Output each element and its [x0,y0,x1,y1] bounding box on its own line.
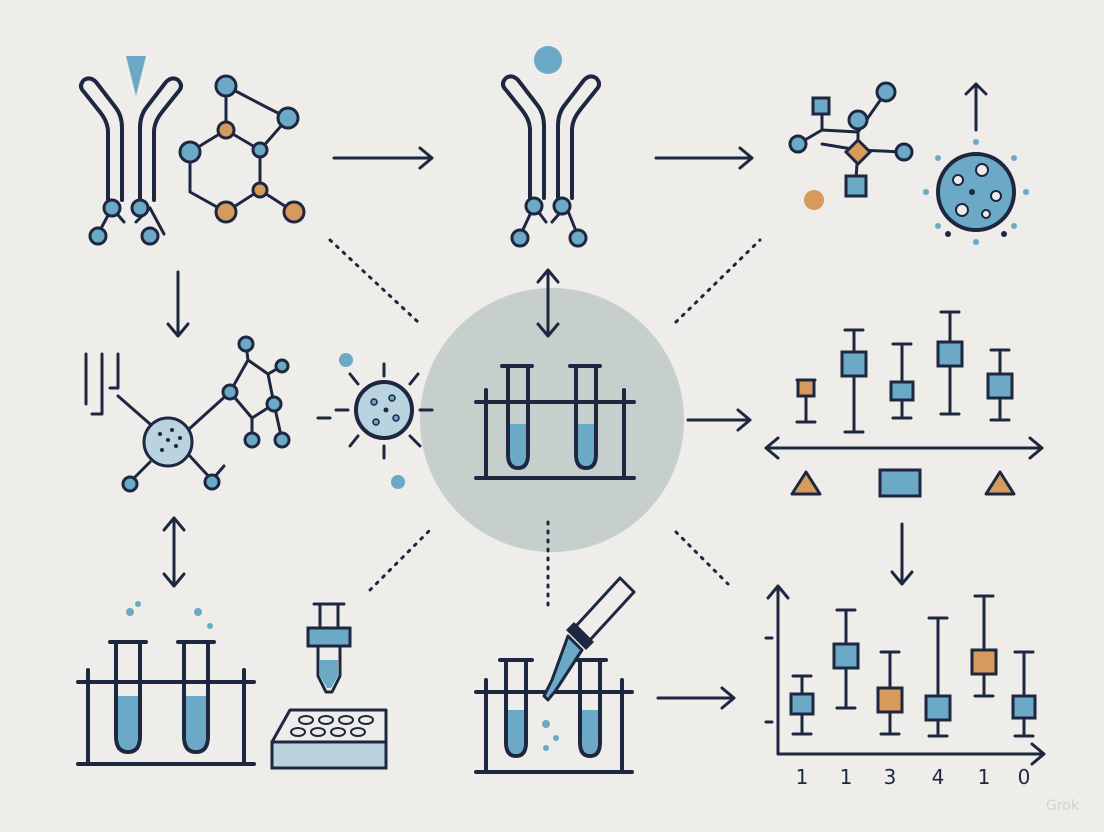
arrow-icon [332,146,434,170]
tick-label: 0 [1018,765,1031,789]
tick-label: 1 [978,765,991,789]
box-plot-whisker [986,348,1014,422]
arrow-icon [166,270,190,338]
dotted-connectors [328,238,762,614]
well-plate-icon [270,708,388,770]
box-plot-icon [764,584,1046,766]
watermark: Grok [1046,798,1080,814]
virus-icon [316,353,434,489]
test-tube-rack-icon [474,364,636,480]
arrow-icon [656,686,736,710]
box-plot-whisker [936,310,964,416]
tick-label: 1 [840,765,853,789]
arrow-icon [162,516,186,588]
box-plot-whisker [889,342,915,420]
arrow-icon [686,408,752,432]
center-halo [420,288,684,552]
arrow-icon [890,522,914,586]
box-plot-whisker [924,616,952,738]
molecule-icon [788,81,914,210]
antibody-icon [79,56,183,246]
tick-label: 4 [932,765,945,789]
arrow-icon [654,146,754,170]
arrow-icon [536,268,560,338]
box-plot-whisker [876,650,904,736]
dropper-icon [542,576,636,702]
virus-icon [923,139,1029,245]
tick-label: 1 [796,765,809,789]
balance-icon [764,436,1044,498]
tick-label: 3 [884,765,897,789]
molecule-icon [84,335,291,493]
box-plot-whisker [1011,650,1037,738]
test-tube-rack-icon [76,601,256,766]
box-plot-whisker [832,608,860,710]
arrow-icon [964,82,988,132]
tick-labels: 1 1 3 4 1 0 [796,765,1031,789]
box-plot-whisker [970,594,998,698]
antibody-icon [501,46,601,248]
box-plot-icon [795,310,1014,434]
molecule-icon [178,74,306,224]
box-plot-whisker [840,328,868,434]
box-plot-whisker [795,378,817,424]
box-plot-whisker [789,674,815,736]
pipette-icon [306,602,352,694]
